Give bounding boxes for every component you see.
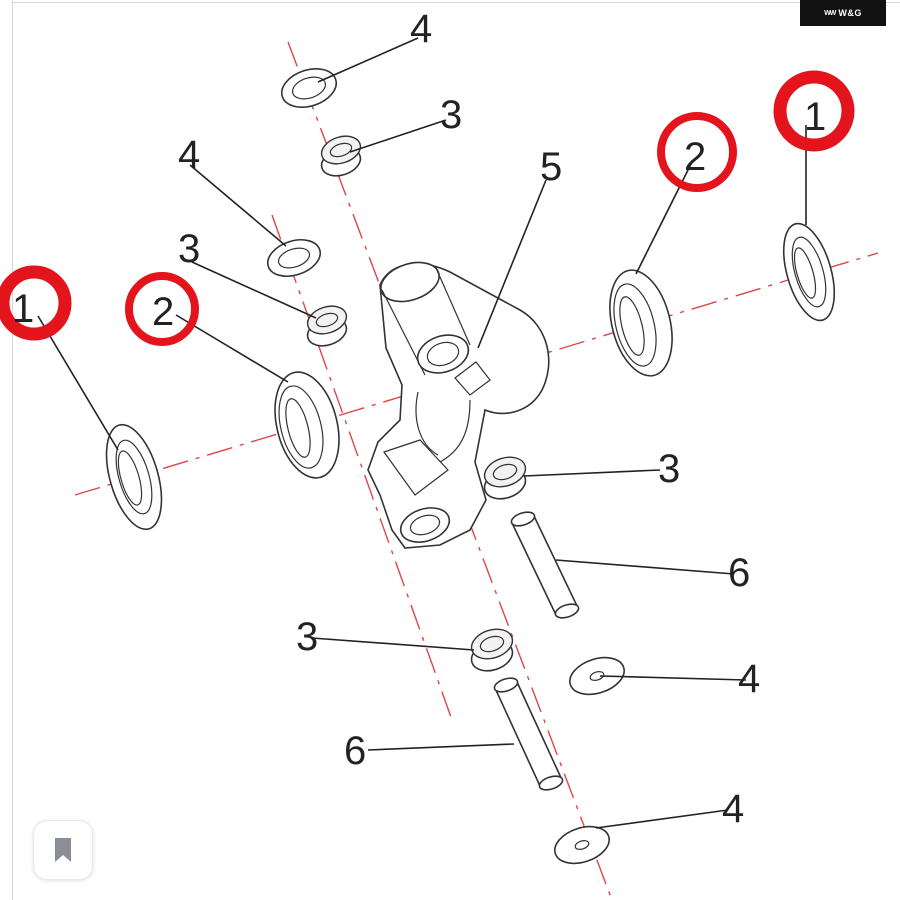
- callout-bushing-lower: 3: [296, 615, 318, 659]
- callout-washer-bottom: 4: [722, 787, 744, 831]
- bookmark-button[interactable]: [33, 820, 93, 880]
- pivot-housing: [367, 261, 550, 549]
- callout-washer-upper-left: 4: [178, 133, 200, 177]
- seal-left: [105, 423, 163, 531]
- brand-logo: WW W&G: [800, 0, 886, 26]
- washer-bottom: [554, 825, 610, 865]
- callout-bushing-left: 3: [178, 227, 200, 271]
- callout-part-1-right: 1: [804, 95, 826, 139]
- bearing-right: [609, 269, 673, 377]
- vertical-axis-right: [287, 41, 613, 900]
- callout-housing: 5: [540, 145, 562, 189]
- brand-mark: WW: [824, 9, 836, 17]
- pin-lower: [493, 677, 564, 791]
- callout-washer-lower-right: 4: [738, 657, 760, 701]
- image-border-top: [12, 2, 900, 3]
- bearing-left: [274, 371, 340, 479]
- callout-numbers: 1 1 2 2 4 3 4 3 5 3 6 3 4 6 4: [12, 7, 826, 831]
- highlight-circles: [0, 70, 855, 346]
- washer-top: [280, 68, 338, 108]
- callout-part-2-right: 2: [684, 135, 706, 179]
- image-border-left: [12, 0, 13, 900]
- bushing-left: [306, 305, 348, 347]
- washer-upper-left: [266, 239, 322, 277]
- bushing-center: [483, 456, 527, 500]
- highlight-circle-part-1-right: [773, 70, 855, 152]
- brand-text: W&G: [838, 8, 862, 18]
- bookmark-icon: [55, 838, 71, 862]
- callout-bushing-top: 3: [440, 93, 462, 137]
- callout-pin-upper: 6: [728, 551, 750, 595]
- bushing-lower: [470, 628, 514, 672]
- callout-bushing-center: 3: [658, 447, 680, 491]
- pin-upper: [510, 511, 580, 619]
- highlight-circle-part-1-left: [0, 265, 72, 341]
- seal-right: [782, 222, 836, 322]
- callout-washer-top: 4: [410, 7, 432, 51]
- callout-pin-lower: 6: [344, 729, 366, 773]
- washer-lower-right: [569, 656, 625, 696]
- callout-part-1-left: 1: [12, 287, 34, 331]
- highlight-circle-part-2-right: [657, 112, 737, 192]
- highlight-circle-part-2-left: [125, 272, 199, 346]
- callout-part-2-left: 2: [152, 290, 174, 334]
- bushing-top: [320, 135, 362, 177]
